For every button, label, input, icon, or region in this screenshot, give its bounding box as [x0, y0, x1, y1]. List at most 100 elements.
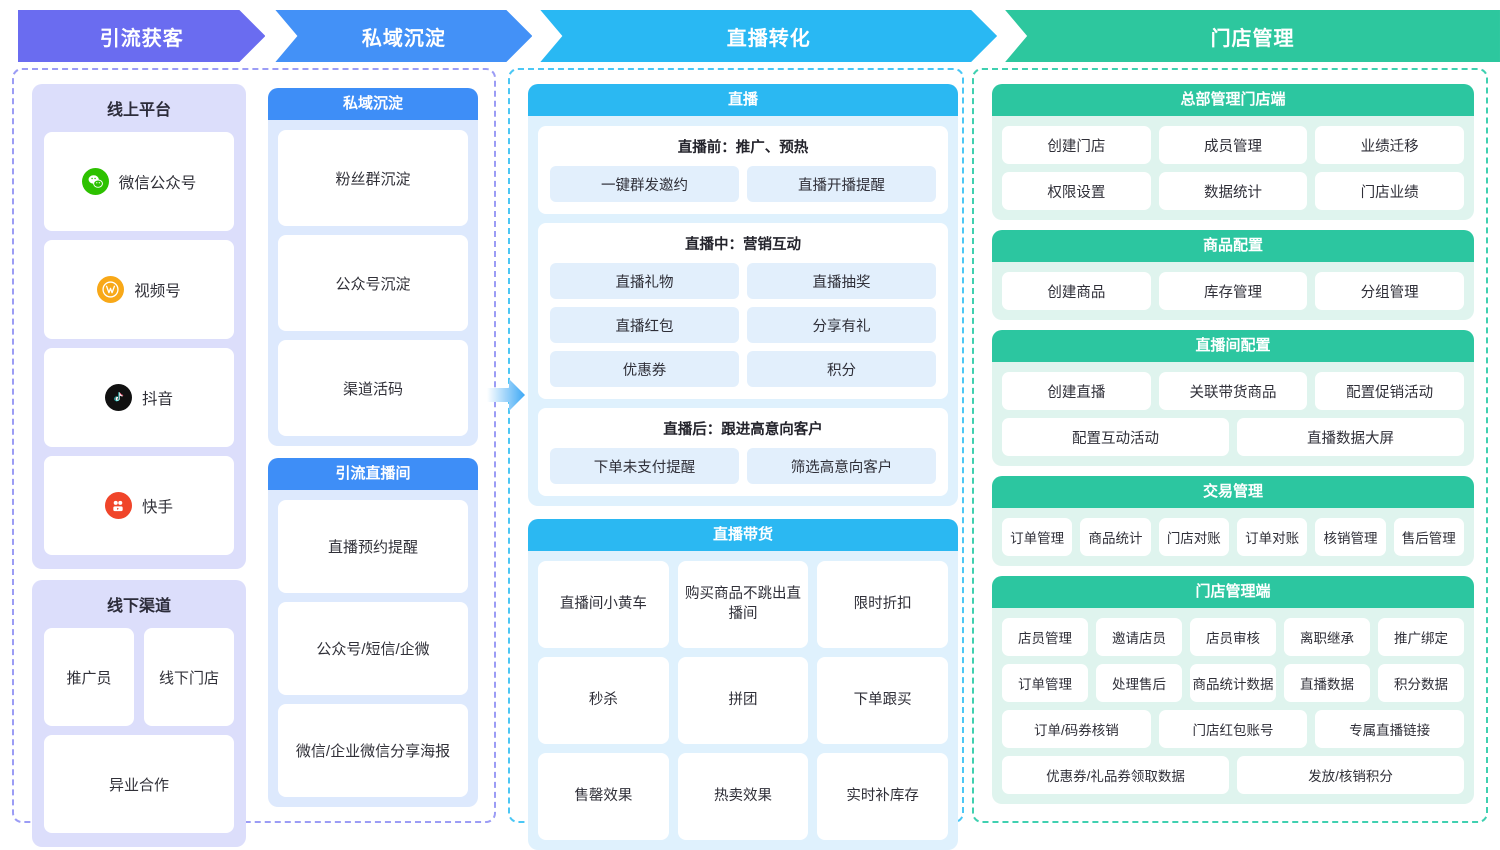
- goods-item-soldout-effect[interactable]: 售罄效果: [538, 753, 669, 840]
- stage-title: 直播前：推广、预热: [677, 140, 809, 156]
- stage-title: 直播中：营销互动: [685, 237, 801, 253]
- ribbon-stage-4[interactable]: 门店管理: [1005, 10, 1500, 62]
- group-offline-channel: 线下渠道 推广员 线下门店 异业合作: [32, 580, 246, 847]
- drain-item-appointment[interactable]: 直播预约提醒: [278, 500, 468, 593]
- platform-label: 微信公众号: [118, 174, 197, 192]
- liveroom-item-interaction[interactable]: 配置互动活动: [1002, 418, 1229, 456]
- group-title: 直播带货: [528, 519, 958, 551]
- platform-item-wechat[interactable]: 微信公众号: [44, 132, 234, 231]
- group-row: 创建直播 关联带货商品 配置促销活动: [1002, 372, 1465, 410]
- group-row: 店员管理 邀请店员 店员审核 离职继承 推广绑定: [1002, 618, 1464, 656]
- stage-title: 直播后：跟进高意向客户: [663, 422, 823, 438]
- goods-item-flash-sale[interactable]: 秒杀: [538, 657, 669, 744]
- store-item-redpacket-account[interactable]: 门店红包账号: [1158, 710, 1308, 748]
- live-chip-redpacket[interactable]: 直播红包: [550, 307, 739, 343]
- goods-item-group-buy[interactable]: 拼团: [677, 657, 809, 744]
- hq-item-performance-transfer[interactable]: 业绩迁移: [1315, 126, 1465, 164]
- group-title: 线上平台: [106, 102, 171, 119]
- hq-item-statistics[interactable]: 数据统计: [1158, 172, 1308, 210]
- ribbon-stage-2[interactable]: 私域沉淀: [275, 10, 532, 62]
- goods-item-no-exit-purchase[interactable]: 购买商品不跳出直播间: [677, 561, 809, 648]
- kuaishou-icon: [104, 492, 132, 519]
- column-live-conversion: 直播 直播前：推广、预热 一键群发邀约 直播开播提醒 直播中：营销互动 直播礼物…: [528, 84, 958, 850]
- platform-label: 抖音: [141, 390, 173, 408]
- store-item-points-data[interactable]: 积分数据: [1378, 664, 1464, 702]
- liveroom-item-link-products[interactable]: 关联带货商品: [1158, 372, 1308, 410]
- ribbon-stage-1[interactable]: 引流获客: [18, 10, 265, 62]
- store-item-live-data[interactable]: 直播数据: [1284, 664, 1370, 702]
- product-item-create[interactable]: 创建商品: [1002, 272, 1151, 310]
- liveroom-item-promotion[interactable]: 配置促销活动: [1315, 372, 1465, 410]
- txn-item-aftersales[interactable]: 售后管理: [1393, 518, 1464, 556]
- product-item-inventory[interactable]: 库存管理: [1158, 272, 1308, 310]
- goods-item-restock[interactable]: 实时补库存: [817, 753, 948, 840]
- store-item-aftersales[interactable]: 处理售后: [1096, 664, 1182, 702]
- column-private-domain: 私域沉淀 粉丝群沉淀 公众号沉淀 渠道活码 引流直播间 直播预约提醒 公众号/短…: [268, 88, 478, 807]
- panel-acquisition-private: [12, 68, 496, 823]
- store-item-clerk-mgmt[interactable]: 店员管理: [1002, 618, 1088, 656]
- drain-item-poster[interactable]: 微信/企业微信分享海报: [278, 704, 468, 797]
- store-item-order-mgmt[interactable]: 订单管理: [1002, 664, 1088, 702]
- store-item-handover[interactable]: 离职继承: [1284, 618, 1370, 656]
- column-store-management: 总部管理门店端 创建门店 成员管理 业绩迁移 权限设置 数据统计 门店业绩 商品…: [992, 84, 1474, 804]
- store-item-invite-clerk[interactable]: 邀请店员: [1096, 618, 1182, 656]
- txn-item-product-stats[interactable]: 商品统计: [1080, 518, 1151, 556]
- store-item-coupon-data[interactable]: 优惠券/礼品券领取数据: [1002, 756, 1229, 794]
- hq-item-store-performance[interactable]: 门店业绩: [1315, 172, 1465, 210]
- txn-item-redemption[interactable]: 核销管理: [1315, 518, 1386, 556]
- group-row: 订单/码券核销 门店红包账号 专属直播链接: [1002, 710, 1465, 748]
- live-chip-start-reminder[interactable]: 直播开播提醒: [747, 166, 936, 202]
- platform-item-kuaishou[interactable]: 快手: [44, 456, 234, 555]
- ribbon-label: 私域沉淀: [361, 27, 446, 50]
- ribbon-stage-3[interactable]: 直播转化: [540, 10, 997, 62]
- live-chip-points[interactable]: 积分: [747, 351, 936, 387]
- goods-item-follow-order[interactable]: 下单跟买: [817, 657, 948, 744]
- live-chip-filter-leads[interactable]: 筛选高意向客户: [747, 448, 936, 484]
- live-chip-lottery[interactable]: 直播抽奖: [747, 263, 936, 299]
- store-item-promo-binding[interactable]: 推广绑定: [1378, 618, 1464, 656]
- hq-item-member-mgmt[interactable]: 成员管理: [1158, 126, 1308, 164]
- store-item-exclusive-link[interactable]: 专属直播链接: [1315, 710, 1465, 748]
- ribbon-label: 引流获客: [99, 27, 184, 50]
- live-chip-share-gift[interactable]: 分享有礼: [747, 307, 936, 343]
- platform-label: 视频号: [134, 282, 181, 300]
- product-item-grouping[interactable]: 分组管理: [1315, 272, 1465, 310]
- goods-item-cart[interactable]: 直播间小黄车: [538, 561, 669, 648]
- txn-item-order-mgmt[interactable]: 订单管理: [1002, 518, 1073, 556]
- platform-item-channels[interactable]: 视频号: [44, 240, 234, 339]
- group-row: 订单管理 处理售后 商品统计数据 直播数据 积分数据: [1002, 664, 1464, 702]
- goods-item-limited-discount[interactable]: 限时折扣: [817, 561, 948, 648]
- group-row: 订单管理 商品统计 门店对账 订单对账 核销管理 售后管理: [1002, 518, 1464, 556]
- offline-item-promoter[interactable]: 推广员: [44, 628, 134, 726]
- goods-item-hotsale-effect[interactable]: 热卖效果: [677, 753, 809, 840]
- store-item-product-stats[interactable]: 商品统计数据: [1190, 664, 1276, 702]
- offline-item-partnership[interactable]: 异业合作: [44, 735, 234, 833]
- group-hq-store-admin: 总部管理门店端 创建门店 成员管理 业绩迁移 权限设置 数据统计 门店业绩: [992, 84, 1474, 220]
- drain-item-channels[interactable]: 公众号/短信/企微: [278, 602, 468, 695]
- offline-item-store[interactable]: 线下门店: [144, 628, 234, 726]
- panel-store-management: [972, 68, 1488, 823]
- hq-item-create-store[interactable]: 创建门店: [1002, 126, 1151, 164]
- live-stage-after: 直播后：跟进高意向客户 下单未支付提醒 筛选高意向客户: [538, 408, 948, 496]
- group-product-config: 商品配置 创建商品 库存管理 分组管理: [992, 230, 1474, 320]
- liveroom-item-dashboard[interactable]: 直播数据大屏: [1237, 418, 1464, 456]
- store-item-order-code-redeem[interactable]: 订单/码券核销: [1002, 710, 1151, 748]
- txn-item-order-reconcile[interactable]: 订单对账: [1236, 518, 1308, 556]
- live-chip-coupon[interactable]: 优惠券: [550, 351, 739, 387]
- platform-item-douyin[interactable]: 抖音: [44, 348, 234, 447]
- store-item-clerk-review[interactable]: 店员审核: [1190, 618, 1276, 656]
- wechat-icon: [81, 168, 109, 195]
- liveroom-item-create[interactable]: 创建直播: [1002, 372, 1151, 410]
- live-stage-before: 直播前：推广、预热 一键群发邀约 直播开播提醒: [538, 126, 948, 214]
- group-title: 私域沉淀: [268, 88, 478, 120]
- txn-item-store-reconcile[interactable]: 门店对账: [1158, 518, 1229, 556]
- private-item-channel-qrcode[interactable]: 渠道活码: [278, 340, 468, 436]
- private-item-fansgroup[interactable]: 粉丝群沉淀: [278, 130, 468, 226]
- live-chip-gift[interactable]: 直播礼物: [550, 263, 739, 299]
- live-chip-unpaid-reminder[interactable]: 下单未支付提醒: [550, 448, 739, 484]
- hq-item-permission[interactable]: 权限设置: [1002, 172, 1151, 210]
- live-chip-bulk-invite[interactable]: 一键群发邀约: [550, 166, 739, 202]
- private-item-official-account[interactable]: 公众号沉淀: [278, 235, 468, 331]
- column-acquisition: 线上平台 微信公众号 视频号 抖音: [32, 84, 246, 847]
- store-item-points-issue[interactable]: 发放/核销积分: [1237, 756, 1464, 794]
